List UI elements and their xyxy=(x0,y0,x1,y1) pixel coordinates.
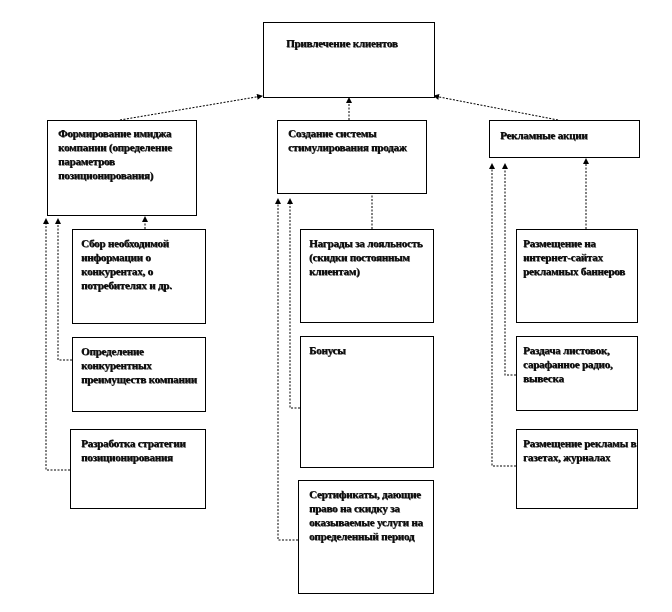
connector-mid-c2 xyxy=(287,198,300,409)
connector-left-c3 xyxy=(43,218,70,471)
child-node: Раздача листовок, сарафанное радио, выве… xyxy=(516,336,642,415)
connector-branch1-root xyxy=(119,93,263,121)
child-node: Награды за лояльность (скидки постоянным… xyxy=(300,229,438,327)
child-node: Размещение на интернет-сайтах рекламных … xyxy=(516,229,642,327)
child-label: Размещение на интернет-сайтах рекламных … xyxy=(523,238,625,278)
connector-right-c3 xyxy=(489,163,516,467)
child-node: Определение конкурентных преимуществ ком… xyxy=(72,337,210,416)
child-node: Разработка стратегии позиционирования xyxy=(70,429,210,513)
child-label: Сбор необходимой информации о конкурента… xyxy=(81,238,172,292)
connector-left-c2 xyxy=(55,218,72,361)
child-node: Размещение рекламы в газетах, журналах xyxy=(516,429,642,513)
root-label: Привлечение клиентов xyxy=(286,38,398,50)
branch-label: Рекламные акции xyxy=(500,130,588,142)
child-label: Раздача листовок, сарафанное радио, выве… xyxy=(523,345,613,385)
child-label: Сертификаты, дающие право на скидку за о… xyxy=(309,489,423,543)
connector-right-c2 xyxy=(502,163,516,376)
child-label: Разработка стратегии позиционирования xyxy=(81,438,186,464)
child-node: Сертификаты, дающие право на скидку за о… xyxy=(298,480,438,598)
child-label: Определение конкурентных преимуществ ком… xyxy=(81,346,197,386)
branch-label: Создание системы стимулирования продаж xyxy=(288,128,407,154)
branch-node-image: Формирование имиджа компании (определени… xyxy=(47,120,201,220)
child-label: Бонусы xyxy=(309,345,346,357)
child-node: Сбор необходимой информации о конкурента… xyxy=(72,229,210,328)
branch-node-sales: Создание системы стимулирования продаж xyxy=(277,120,431,198)
connector-mid-c3 xyxy=(275,198,298,541)
child-label: Награды за лояльность (скидки постоянным… xyxy=(309,238,423,278)
connector-branch3-root xyxy=(433,94,559,121)
branch-label: Формирование имиджа компании (определени… xyxy=(58,128,172,182)
branch-node-ads: Рекламные акции xyxy=(489,120,644,162)
root-node: Привлечение клиентов xyxy=(263,22,439,102)
child-label: Размещение рекламы в газетах, журналах xyxy=(523,438,637,464)
child-node: Бонусы xyxy=(300,336,438,472)
